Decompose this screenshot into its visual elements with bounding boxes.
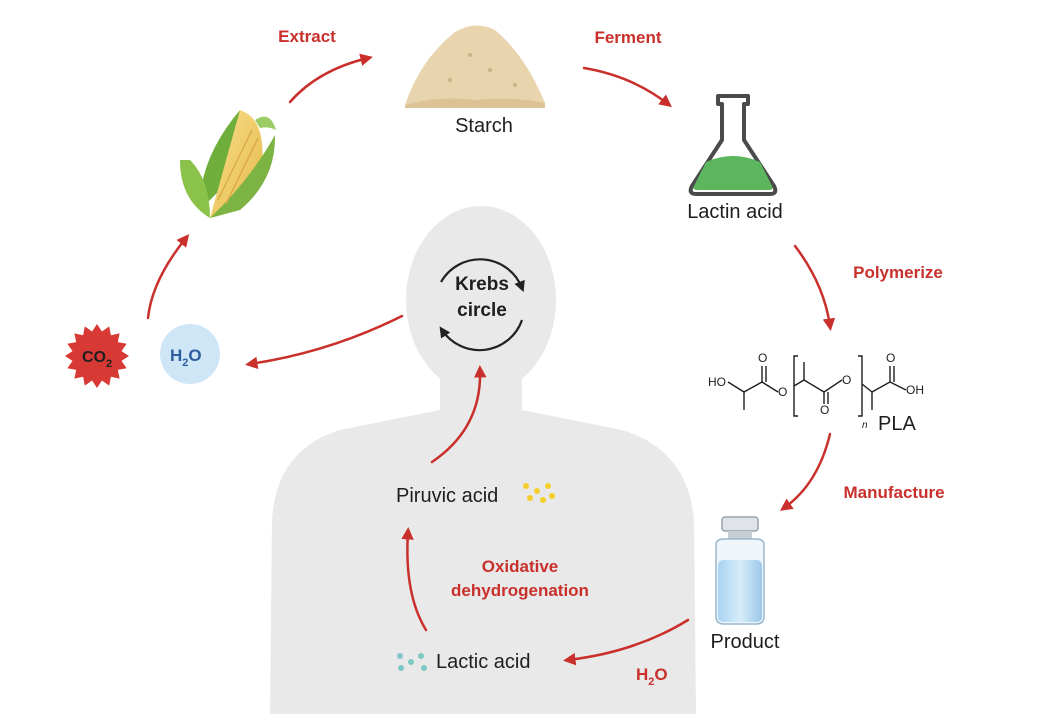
pla-structure-labels: HO O O O O O OH n PLA bbox=[708, 351, 924, 435]
node-piruvic-acid: Piruvic acid bbox=[396, 485, 498, 507]
co2-subscript: 2 bbox=[106, 358, 112, 370]
svg-text:HO: HO bbox=[708, 375, 726, 389]
node-pla: PLA bbox=[878, 413, 916, 435]
krebs-label-line1: Krebs bbox=[455, 274, 509, 295]
arrow-co2-to-corn bbox=[146, 234, 190, 320]
lactic-acid-dots bbox=[397, 653, 427, 671]
step-polymerize: Polymerize bbox=[853, 263, 943, 282]
piruvic-acid-dots bbox=[523, 483, 555, 503]
svg-text:CO2: CO2 bbox=[82, 349, 112, 370]
svg-text:O: O bbox=[820, 403, 829, 417]
starch-pile-icon bbox=[405, 25, 545, 108]
pla-structure bbox=[727, 355, 907, 417]
node-lactin-acid: Lactin acid bbox=[687, 201, 783, 223]
arrow-lactic-to-piruvic bbox=[401, 527, 428, 632]
arrow-krebs-to-h2o bbox=[245, 314, 404, 370]
corn-icon bbox=[180, 110, 276, 218]
svg-text:n: n bbox=[862, 420, 868, 431]
svg-text:O: O bbox=[778, 385, 787, 399]
arrow-vial-to-lactic bbox=[563, 618, 690, 666]
h2o-byproduct-label: H2O bbox=[636, 665, 668, 688]
flask-icon bbox=[688, 94, 778, 196]
arrow-flask-to-pla bbox=[793, 244, 836, 331]
human-body-silhouette bbox=[270, 206, 696, 714]
arrow-pla-to-vial bbox=[779, 432, 832, 511]
svg-text:OH: OH bbox=[906, 383, 924, 397]
node-product: Product bbox=[711, 631, 780, 653]
node-lactic-acid: Lactic acid bbox=[436, 651, 531, 673]
svg-text:O: O bbox=[886, 351, 895, 365]
node-starch: Starch bbox=[455, 115, 513, 137]
vial-icon bbox=[715, 516, 765, 625]
step-oxidative-line2: dehydrogenation bbox=[451, 581, 589, 600]
step-manufacture: Manufacture bbox=[843, 483, 944, 502]
arrow-piruvic-to-krebs bbox=[430, 365, 487, 464]
step-oxidative-line1: Oxidative bbox=[482, 557, 559, 576]
svg-text:O: O bbox=[758, 351, 767, 365]
co2-burst: CO2 bbox=[65, 324, 129, 388]
process-arrows bbox=[146, 53, 836, 666]
step-extract: Extract bbox=[278, 27, 336, 46]
arrow-corn-to-starch bbox=[288, 53, 373, 104]
krebs-label-line2: circle bbox=[457, 300, 507, 321]
step-ferment: Ferment bbox=[594, 28, 661, 47]
krebs-cycle-arrows bbox=[439, 258, 525, 352]
svg-text:H2O: H2O bbox=[170, 346, 202, 369]
svg-text:O: O bbox=[842, 373, 851, 387]
h2o-bubble: H2O bbox=[160, 324, 220, 384]
arrow-starch-to-flask bbox=[582, 66, 672, 108]
co2-label: CO bbox=[82, 349, 106, 366]
